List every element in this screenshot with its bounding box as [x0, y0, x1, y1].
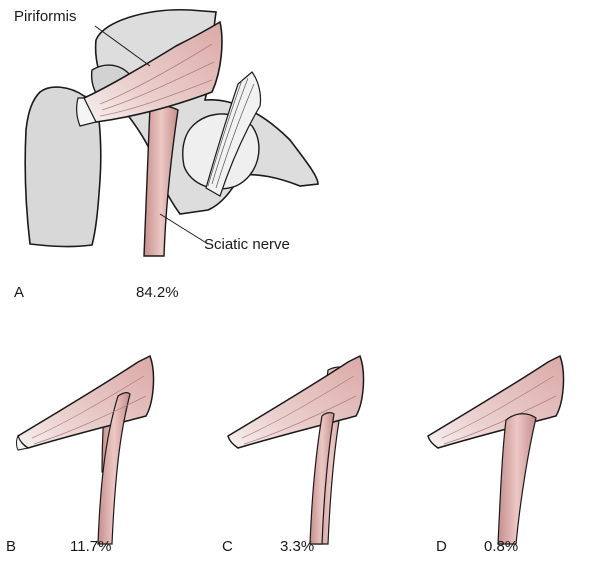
panel-b-letter: B	[6, 538, 17, 555]
nerve-branch-c2	[309, 412, 335, 545]
piriformis-tendon-a	[76, 97, 97, 127]
panel-d-letter: D	[436, 538, 447, 555]
tendon-b	[16, 434, 30, 451]
panel-a-illustration	[24, 8, 319, 257]
piriformis-leader	[94, 25, 151, 67]
sciatic-nerve-a	[143, 104, 179, 257]
sciatic-leader	[159, 213, 209, 245]
panel-d-percent: 0.8%	[484, 538, 519, 555]
panel-a-percent: 84.2%	[136, 284, 179, 301]
piriformis-label: Piriformis	[14, 8, 77, 25]
panel-c-illustration	[227, 354, 365, 545]
panel-c-letter: C	[222, 538, 233, 555]
panel-d-illustration	[427, 354, 565, 545]
panel-a-letter: A	[14, 284, 25, 301]
panel-c-percent: 3.3%	[280, 538, 315, 555]
panel-b-percent: 11.7%	[70, 538, 112, 555]
muscle-d	[427, 354, 565, 449]
ligament-fan	[205, 71, 262, 197]
sciatic-nerve-label: Sciatic nerve	[204, 236, 290, 253]
nerve-d	[497, 413, 537, 545]
panel-b-illustration	[16, 354, 155, 545]
nerve-branch-b2	[97, 392, 131, 545]
muscle-c	[227, 354, 365, 449]
